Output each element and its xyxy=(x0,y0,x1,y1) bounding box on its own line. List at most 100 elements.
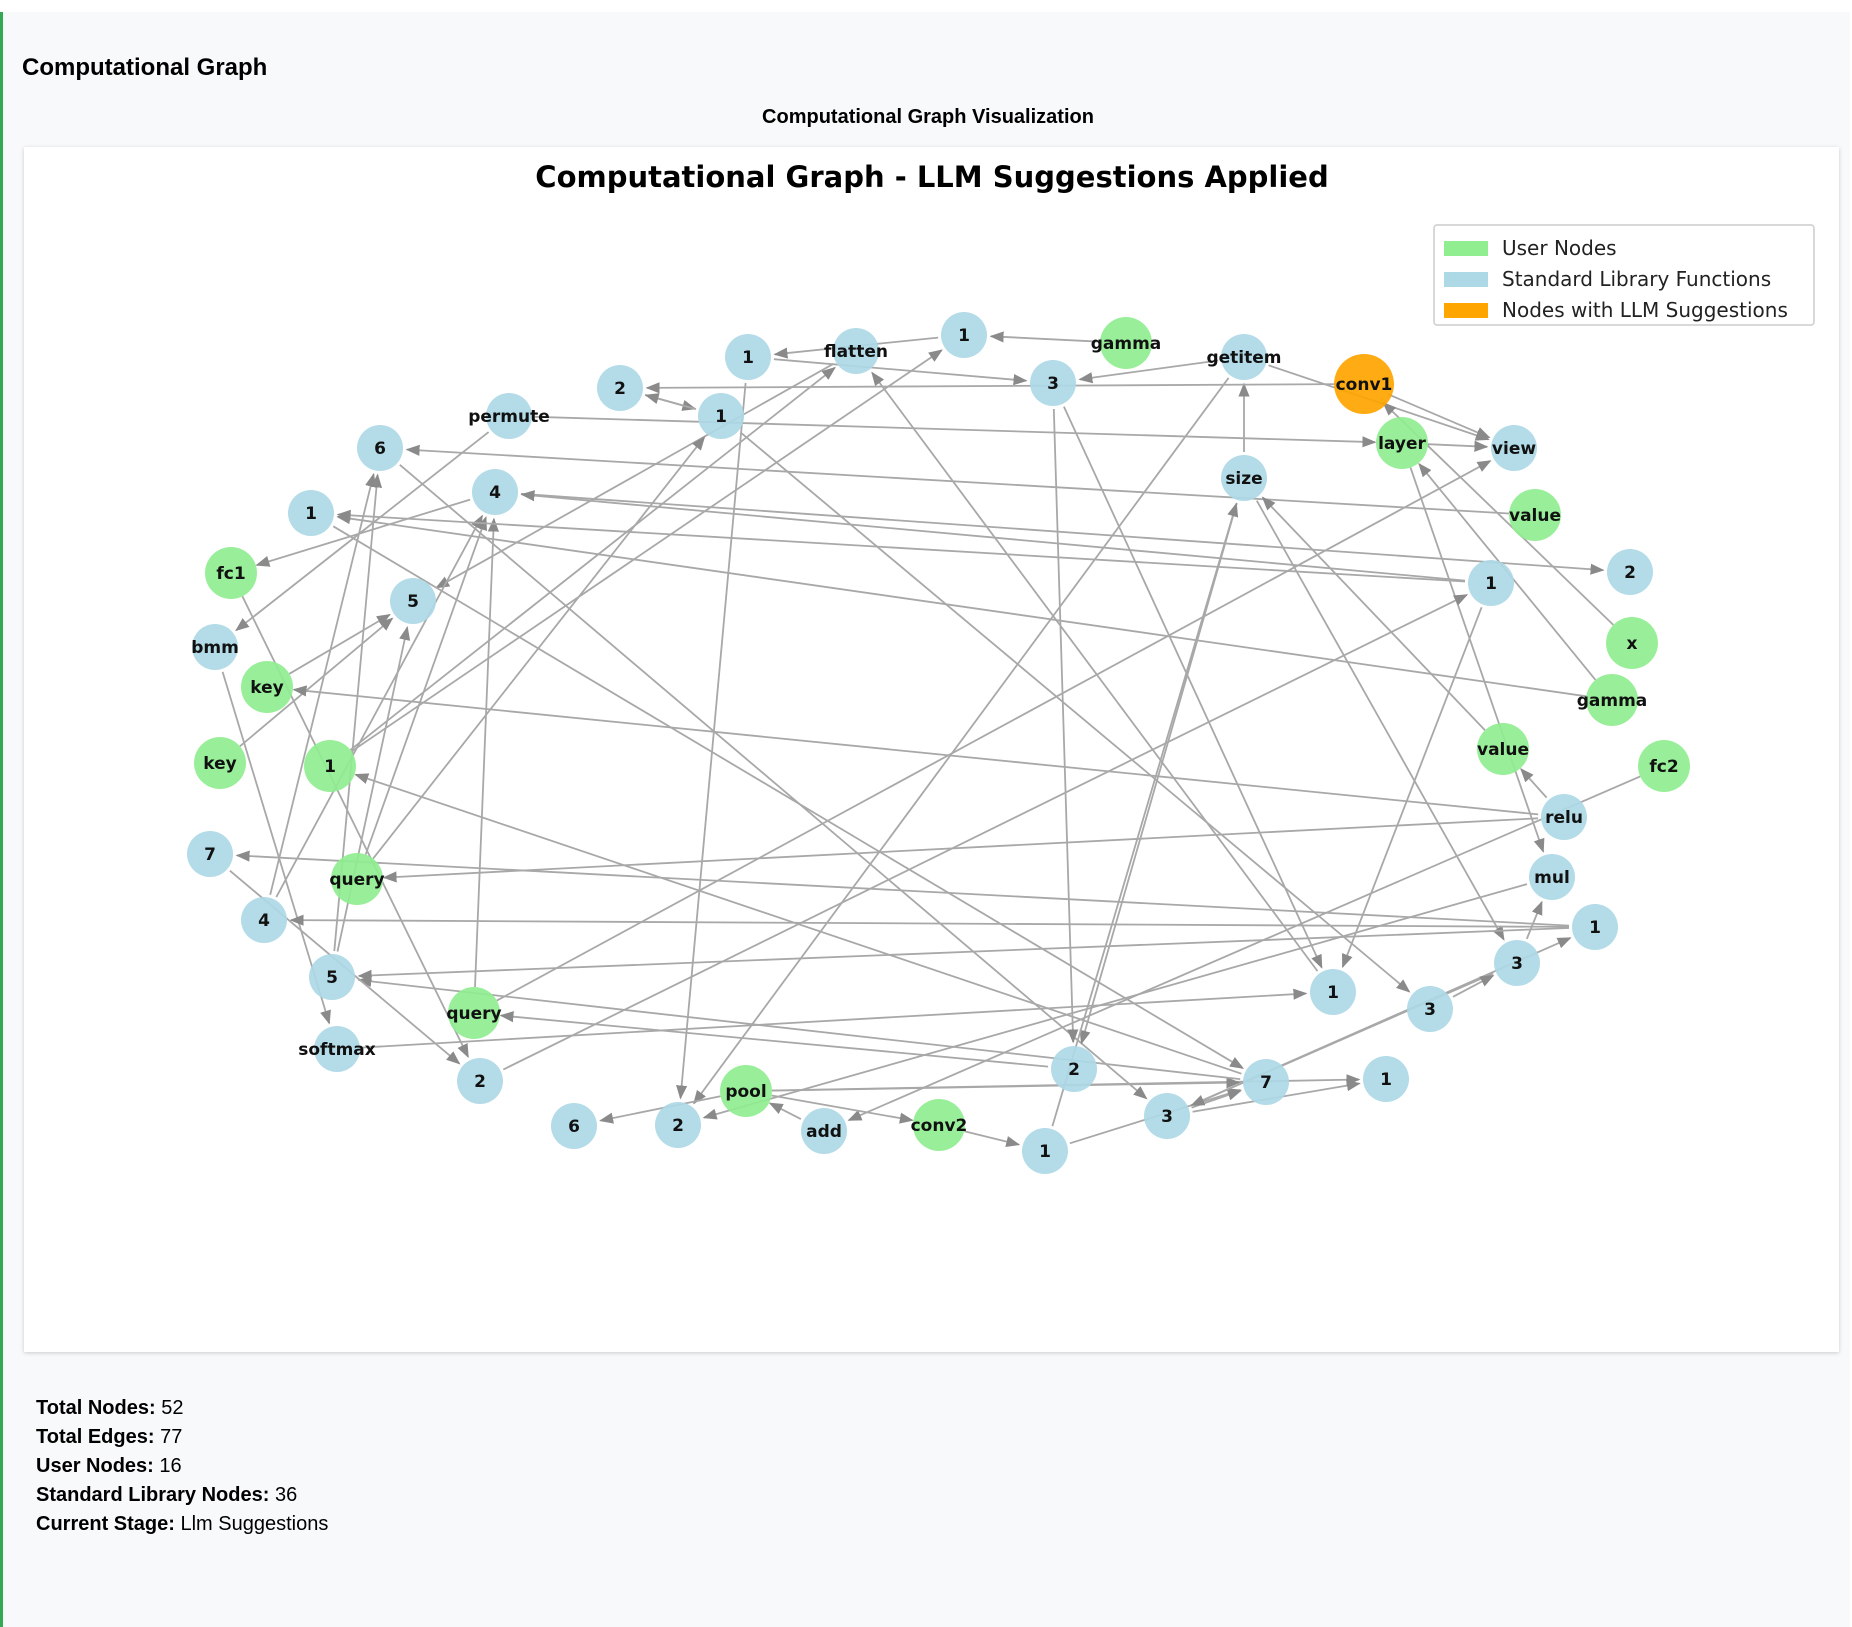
graph-edge-n52-n15 xyxy=(1051,502,1239,1127)
graph-edge-n51-n52 xyxy=(964,1130,1021,1148)
node-circle-llm xyxy=(1334,354,1394,414)
node-label: getitem xyxy=(1206,348,1281,368)
node-circle-user xyxy=(241,661,293,713)
graph-node: value xyxy=(1477,723,1529,775)
graph-edge-n9-n8 xyxy=(644,393,697,410)
graph-node: 2 xyxy=(457,1058,503,1104)
node-label: query xyxy=(446,1004,501,1024)
legend-box xyxy=(1433,224,1815,326)
graph-edge-n36-n33 xyxy=(1525,900,1543,940)
graph-edge-n40-n12 xyxy=(496,460,1492,1002)
graph-node: size xyxy=(1221,455,1267,501)
node-circle-user xyxy=(331,853,383,905)
graph-node: 1 xyxy=(288,490,334,536)
legend-swatch-user xyxy=(1444,241,1488,256)
node-circle-standard xyxy=(1494,940,1540,986)
graph-node: key xyxy=(241,661,293,713)
graph-edge-n27-n50 xyxy=(847,775,1641,1122)
graph-node: conv2 xyxy=(911,1099,968,1151)
graph-edge-n34-n13 xyxy=(269,472,377,896)
graph-node: 2 xyxy=(655,1102,701,1148)
node-label: 2 xyxy=(474,1072,486,1092)
graph-node: flatten xyxy=(824,328,888,374)
node-label: gamma xyxy=(1091,334,1162,354)
graph-edge-n5-n49 xyxy=(693,377,1230,1105)
node-label: key xyxy=(203,754,236,774)
node-label: 5 xyxy=(326,968,338,988)
graph-node: 1 xyxy=(1572,904,1618,950)
graph-edge-n16-n13 xyxy=(405,444,1510,515)
graph-node: view xyxy=(1491,425,1537,471)
node-label: conv2 xyxy=(911,1116,968,1136)
node-label: query xyxy=(329,870,384,890)
graph-edge-n44-n29 xyxy=(354,773,1242,1075)
graph-edge-n39-n36 xyxy=(1452,974,1495,998)
graph-node: gamma xyxy=(1577,674,1647,726)
node-label: size xyxy=(1225,469,1262,489)
graph-edge-n17-n44 xyxy=(332,525,1245,1069)
graph-node: 1 xyxy=(725,334,771,380)
node-label: 2 xyxy=(1624,563,1636,583)
graph-stats: Total Nodes: 52 Total Edges: 77 User Nod… xyxy=(36,1394,328,1539)
node-label: layer xyxy=(1378,434,1426,454)
graph-edge-n20-n17 xyxy=(336,509,1466,583)
node-circle-standard xyxy=(314,1026,360,1072)
graph-node: 1 xyxy=(304,740,356,792)
legend-swatch-llm xyxy=(1444,303,1488,318)
node-label: 3 xyxy=(1047,374,1059,394)
graph-edge-n15-n36 xyxy=(1256,500,1505,941)
node-label: 3 xyxy=(1424,1000,1436,1020)
node-label: 3 xyxy=(1511,954,1523,974)
graph-edge-n30-n24 xyxy=(292,685,1539,816)
graph-panel: Computational Graph Computational Graph … xyxy=(0,12,1850,1627)
graph-edge-n42-n20 xyxy=(502,594,1469,1071)
node-circle-user xyxy=(913,1099,965,1151)
node-label: 1 xyxy=(715,407,727,427)
node-circle-standard xyxy=(357,425,403,471)
graph-node: 1 xyxy=(1022,1128,1068,1174)
graph-edge-n46-n48 xyxy=(599,1095,721,1124)
node-circle-standard xyxy=(1468,560,1514,606)
legend-label-user: User Nodes xyxy=(1502,236,1617,260)
node-label: 1 xyxy=(1039,1142,1051,1162)
node-label: 6 xyxy=(374,439,386,459)
graph-edge-n25-n17 xyxy=(336,513,1587,698)
graph-edge-n14-n18 xyxy=(255,498,471,567)
legend-swatch-standard xyxy=(1444,272,1488,287)
graph-edge-n35-n37 xyxy=(357,927,1570,981)
node-circle-user xyxy=(1376,417,1428,469)
graph-edge-n29-n3 xyxy=(350,349,943,753)
graph-edge-n29-n2 xyxy=(349,366,836,751)
graph-node: getitem xyxy=(1206,334,1282,380)
node-label: 1 xyxy=(324,757,336,777)
graph-node: 6 xyxy=(551,1103,597,1149)
graph-node: conv1 xyxy=(1334,354,1394,414)
node-label: 4 xyxy=(258,911,270,931)
graph-node: 1 xyxy=(941,312,987,358)
graph-node: 4 xyxy=(472,469,518,515)
node-circle-standard xyxy=(1144,1093,1190,1139)
node-circle-standard xyxy=(1529,854,1575,900)
node-circle-standard xyxy=(1407,986,1453,1032)
node-label: 5 xyxy=(407,592,419,612)
graph-edge-n15-n43 xyxy=(1079,502,1238,1045)
node-circle-standard xyxy=(1243,1059,1289,1105)
node-circle-user xyxy=(1100,317,1152,369)
graph-edge-n30-n26 xyxy=(1520,768,1548,799)
graph-edge-n46-n51 xyxy=(771,1094,914,1124)
node-circle-user xyxy=(205,547,257,599)
stat-total-edges: Total Edges: 77 xyxy=(36,1426,183,1448)
node-circle-standard xyxy=(1607,549,1653,595)
stat-user-nodes: User Nodes: 16 xyxy=(36,1455,182,1477)
stat-current-stage: Current Stage: Llm Suggestions xyxy=(36,1513,329,1535)
node-circle-standard xyxy=(1221,334,1267,380)
graph-edge-n50-n46 xyxy=(768,1102,802,1120)
node-circle-user xyxy=(1606,617,1658,669)
graph-node: value xyxy=(1509,489,1561,541)
node-label: softmax xyxy=(298,1040,376,1060)
node-circle-user xyxy=(720,1065,772,1117)
graph-edge-n32-n14 xyxy=(364,516,487,855)
graph-node: 1 xyxy=(698,393,744,439)
graph-edge-n10-n11 xyxy=(534,415,1377,448)
